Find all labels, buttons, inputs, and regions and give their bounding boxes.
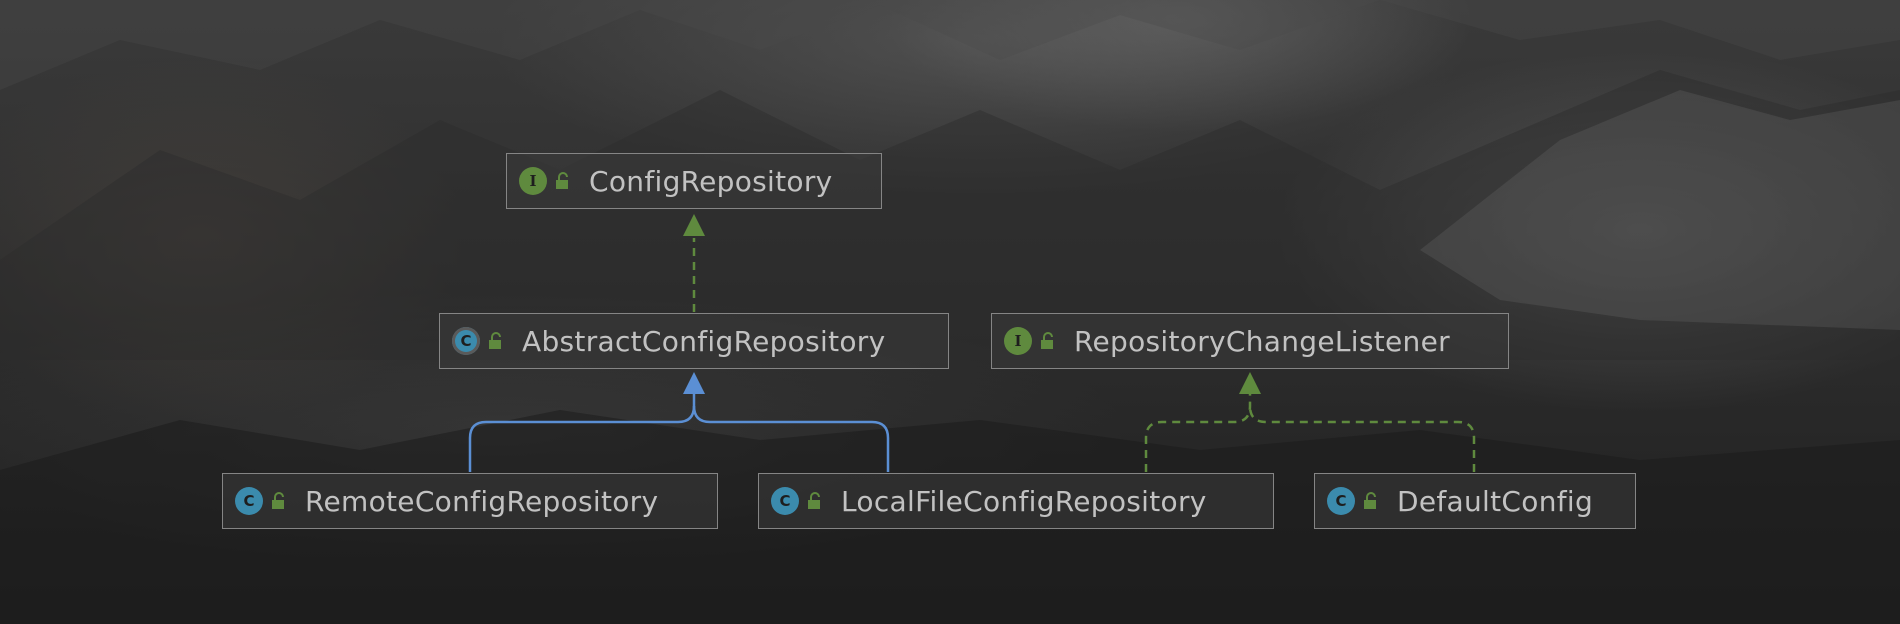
edge-localfile-to-abstract [694, 406, 888, 472]
node-label: LocalFileConfigRepository [841, 485, 1207, 518]
unlocked-padlock-icon [1363, 492, 1379, 510]
unlocked-padlock-icon [1040, 332, 1056, 350]
unlocked-padlock-icon [488, 332, 504, 350]
class-icon: C [771, 487, 799, 515]
interface-icon: I [1004, 327, 1032, 355]
interface-icon: I [519, 167, 547, 195]
node-label: DefaultConfig [1397, 485, 1593, 518]
class-icon: C [1327, 487, 1355, 515]
node-abstract-config-repository[interactable]: C AbstractConfigRepository [439, 313, 949, 369]
edge-remote-to-abstract [470, 394, 694, 472]
edge-localfile-to-listener [1146, 394, 1250, 472]
class-icon: C [235, 487, 263, 515]
node-default-config[interactable]: C DefaultConfig [1314, 473, 1636, 529]
node-label: ConfigRepository [589, 165, 833, 198]
node-label: AbstractConfigRepository [522, 325, 885, 358]
node-remote-config-repository[interactable]: C RemoteConfigRepository [222, 473, 718, 529]
node-label: RepositoryChangeListener [1074, 325, 1450, 358]
node-repository-change-listener[interactable]: I RepositoryChangeListener [991, 313, 1509, 369]
arrowhead-config-repository [683, 214, 705, 236]
edge-default-to-listener [1250, 406, 1474, 472]
unlocked-padlock-icon [807, 492, 823, 510]
node-config-repository[interactable]: I ConfigRepository [506, 153, 882, 209]
node-label: RemoteConfigRepository [305, 485, 658, 518]
node-local-file-config-repository[interactable]: C LocalFileConfigRepository [758, 473, 1274, 529]
arrowhead-abstract-config-repository [683, 372, 705, 394]
arrowhead-repository-change-listener [1239, 372, 1261, 394]
abstract-class-icon: C [452, 327, 480, 355]
unlocked-padlock-icon [555, 172, 571, 190]
unlocked-padlock-icon [271, 492, 287, 510]
